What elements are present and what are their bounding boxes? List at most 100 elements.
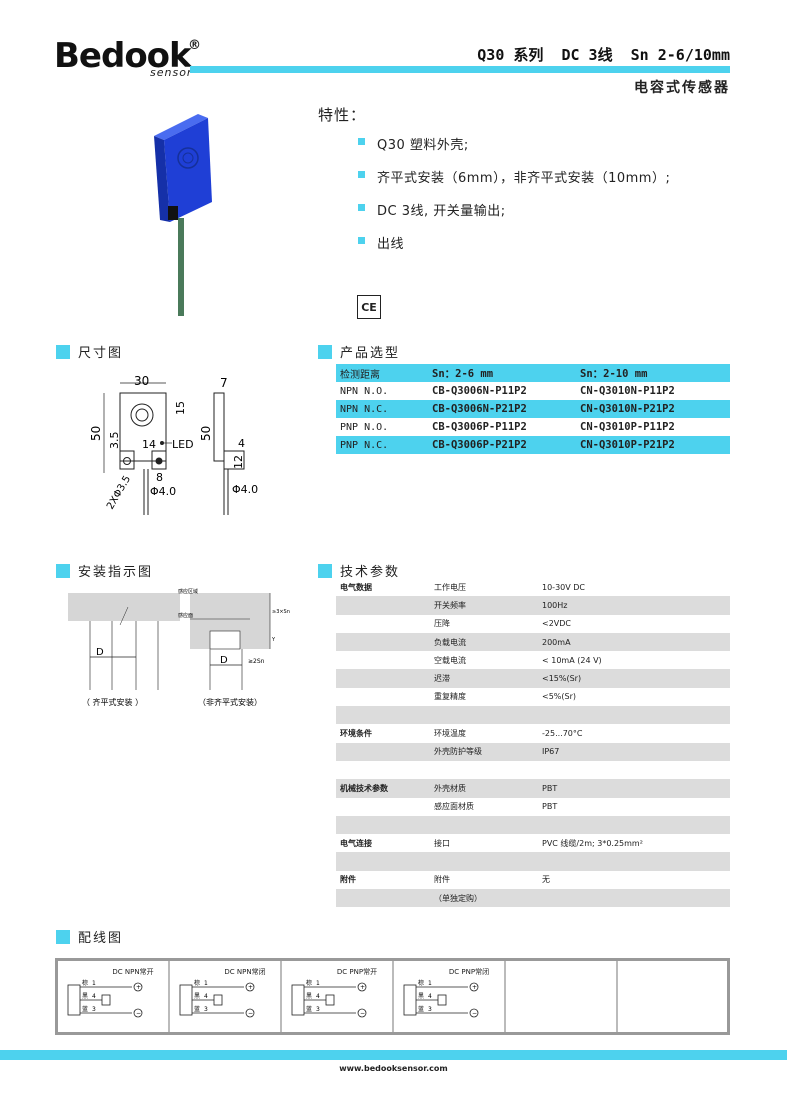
table-cell bbox=[336, 596, 430, 615]
table-cell: 工作电压 bbox=[434, 582, 466, 592]
dim-label: 4 bbox=[238, 437, 245, 450]
wiring-label: 棕 bbox=[194, 979, 200, 987]
table-cell bbox=[336, 669, 430, 688]
bullet-icon bbox=[358, 171, 365, 178]
sensor-product-image bbox=[154, 114, 212, 316]
table-cell: 接口 bbox=[434, 838, 450, 848]
table-cell: 机械技术参数 bbox=[336, 779, 430, 798]
table-cell bbox=[336, 615, 430, 633]
brand-registered-mark: ® bbox=[188, 38, 201, 53]
table-cell bbox=[336, 706, 430, 725]
install-dim: ≥3×Sn bbox=[272, 609, 290, 615]
svg-text:+: + bbox=[248, 984, 253, 991]
wiring-label: 蓝 bbox=[306, 1005, 312, 1013]
table-cell: 开关频率 bbox=[430, 596, 538, 615]
wiring-cell bbox=[506, 961, 618, 1032]
wiring-label: 3 bbox=[92, 1006, 96, 1013]
table-cell: 空载电流 bbox=[434, 655, 466, 665]
table-cell bbox=[336, 852, 430, 871]
table-row bbox=[336, 761, 730, 779]
wiring-title: DC NPN常开 bbox=[112, 968, 154, 976]
table-cell bbox=[336, 651, 430, 669]
header-accent-bar bbox=[190, 66, 730, 73]
wiring-label: 4 bbox=[204, 993, 208, 1000]
table-cell: 电气连接 bbox=[340, 838, 372, 848]
table-cell: 重复精度 bbox=[434, 692, 466, 702]
wiring-label: 棕 bbox=[82, 979, 88, 987]
table-cell bbox=[336, 688, 430, 706]
feature-item: 齐平式安装（6mm），非齐平式安装（10mm）; bbox=[358, 167, 670, 200]
table-cell bbox=[336, 742, 430, 761]
dim-label: 14 bbox=[142, 438, 156, 451]
footer-accent-bar bbox=[0, 1050, 787, 1060]
dim-label: 50 bbox=[90, 426, 103, 441]
table-cell: PBT bbox=[538, 779, 730, 798]
table-cell: 无 bbox=[542, 875, 550, 885]
wiring-label: 蓝 bbox=[418, 1005, 424, 1013]
table-cell bbox=[538, 889, 730, 908]
table-cell: （单独定购） bbox=[430, 889, 538, 908]
product-table: 检测距离 Sn：2-6 mm Sn：2-10 mm NPN N.O. CB-Q3… bbox=[336, 364, 730, 454]
section-square-icon bbox=[56, 563, 70, 578]
wiring-label: 1 bbox=[316, 980, 320, 987]
feature-item: DC 3线, 开关量输出; bbox=[358, 200, 670, 233]
wiring-label: 蓝 bbox=[82, 1005, 88, 1013]
wiring-title: DC PNP常闭 bbox=[448, 968, 490, 976]
table-row: 压降<2VDC bbox=[336, 615, 730, 633]
table-row bbox=[336, 852, 730, 871]
wiring-label: 棕 bbox=[418, 979, 424, 987]
table-row: （单独定购） bbox=[336, 889, 730, 908]
dim-label: 30 bbox=[134, 375, 149, 388]
install-note: 感应面 bbox=[178, 612, 193, 619]
wiring-label: 黑 bbox=[194, 993, 200, 1000]
table-row: PNP N.O. CB-Q3006P-P11P2 CN-Q3010P-P11P2 bbox=[340, 421, 675, 433]
features-list: Q30 塑料外壳; 齐平式安装（6mm），非齐平式安装（10mm）; DC 3线… bbox=[358, 134, 670, 266]
table-row: 重复精度<5%(Sr) bbox=[336, 688, 730, 706]
section-dimension: 尺寸图 bbox=[56, 342, 123, 361]
svg-text:−: − bbox=[472, 1010, 477, 1017]
section-wiring: 配线图 bbox=[56, 927, 123, 946]
table-cell: PBT bbox=[542, 802, 558, 812]
wiring-label: 1 bbox=[92, 980, 96, 987]
dim-label: Φ4.0 bbox=[150, 485, 176, 498]
table-cell: 附件 bbox=[434, 875, 450, 885]
table-cell: <15%(Sr) bbox=[538, 669, 730, 688]
dimension-drawing: 30 50 15 3.5 14 LED 8 2XΦ3.5 Φ4.0 bbox=[90, 375, 194, 515]
svg-text:+: + bbox=[472, 984, 477, 991]
dim-label: 12 bbox=[232, 455, 245, 469]
dim-label: 7 bbox=[220, 376, 228, 390]
wiring-label: 4 bbox=[316, 993, 320, 1000]
bullet-icon bbox=[358, 237, 365, 244]
bullet-icon bbox=[358, 138, 365, 145]
table-cell bbox=[336, 632, 430, 652]
page-title: Q30 系列 DC 3线 Sn 2-6/10mm bbox=[477, 46, 730, 64]
brand-subtitle: sensor bbox=[150, 66, 193, 79]
features-title: 特性： bbox=[318, 106, 367, 124]
table-cell: < 10mA (24 V) bbox=[542, 655, 602, 665]
dimension-side-drawing: 7 50 4 12 Φ4.0 bbox=[200, 376, 258, 515]
table-cell: -25...70°C bbox=[542, 729, 583, 739]
section-square-icon bbox=[318, 563, 332, 578]
table-cell bbox=[430, 852, 538, 871]
table-cell bbox=[336, 815, 430, 835]
wiring-title: DC NPN常闭 bbox=[224, 968, 266, 976]
wiring-cell bbox=[618, 961, 721, 1032]
table-cell: 负载电流 bbox=[430, 632, 538, 652]
wiring-label: 4 bbox=[428, 993, 432, 1000]
table-cell bbox=[538, 815, 730, 835]
dim-label: Φ4.0 bbox=[232, 483, 258, 496]
wiring-label: 3 bbox=[428, 1006, 432, 1013]
table-cell bbox=[538, 852, 730, 871]
